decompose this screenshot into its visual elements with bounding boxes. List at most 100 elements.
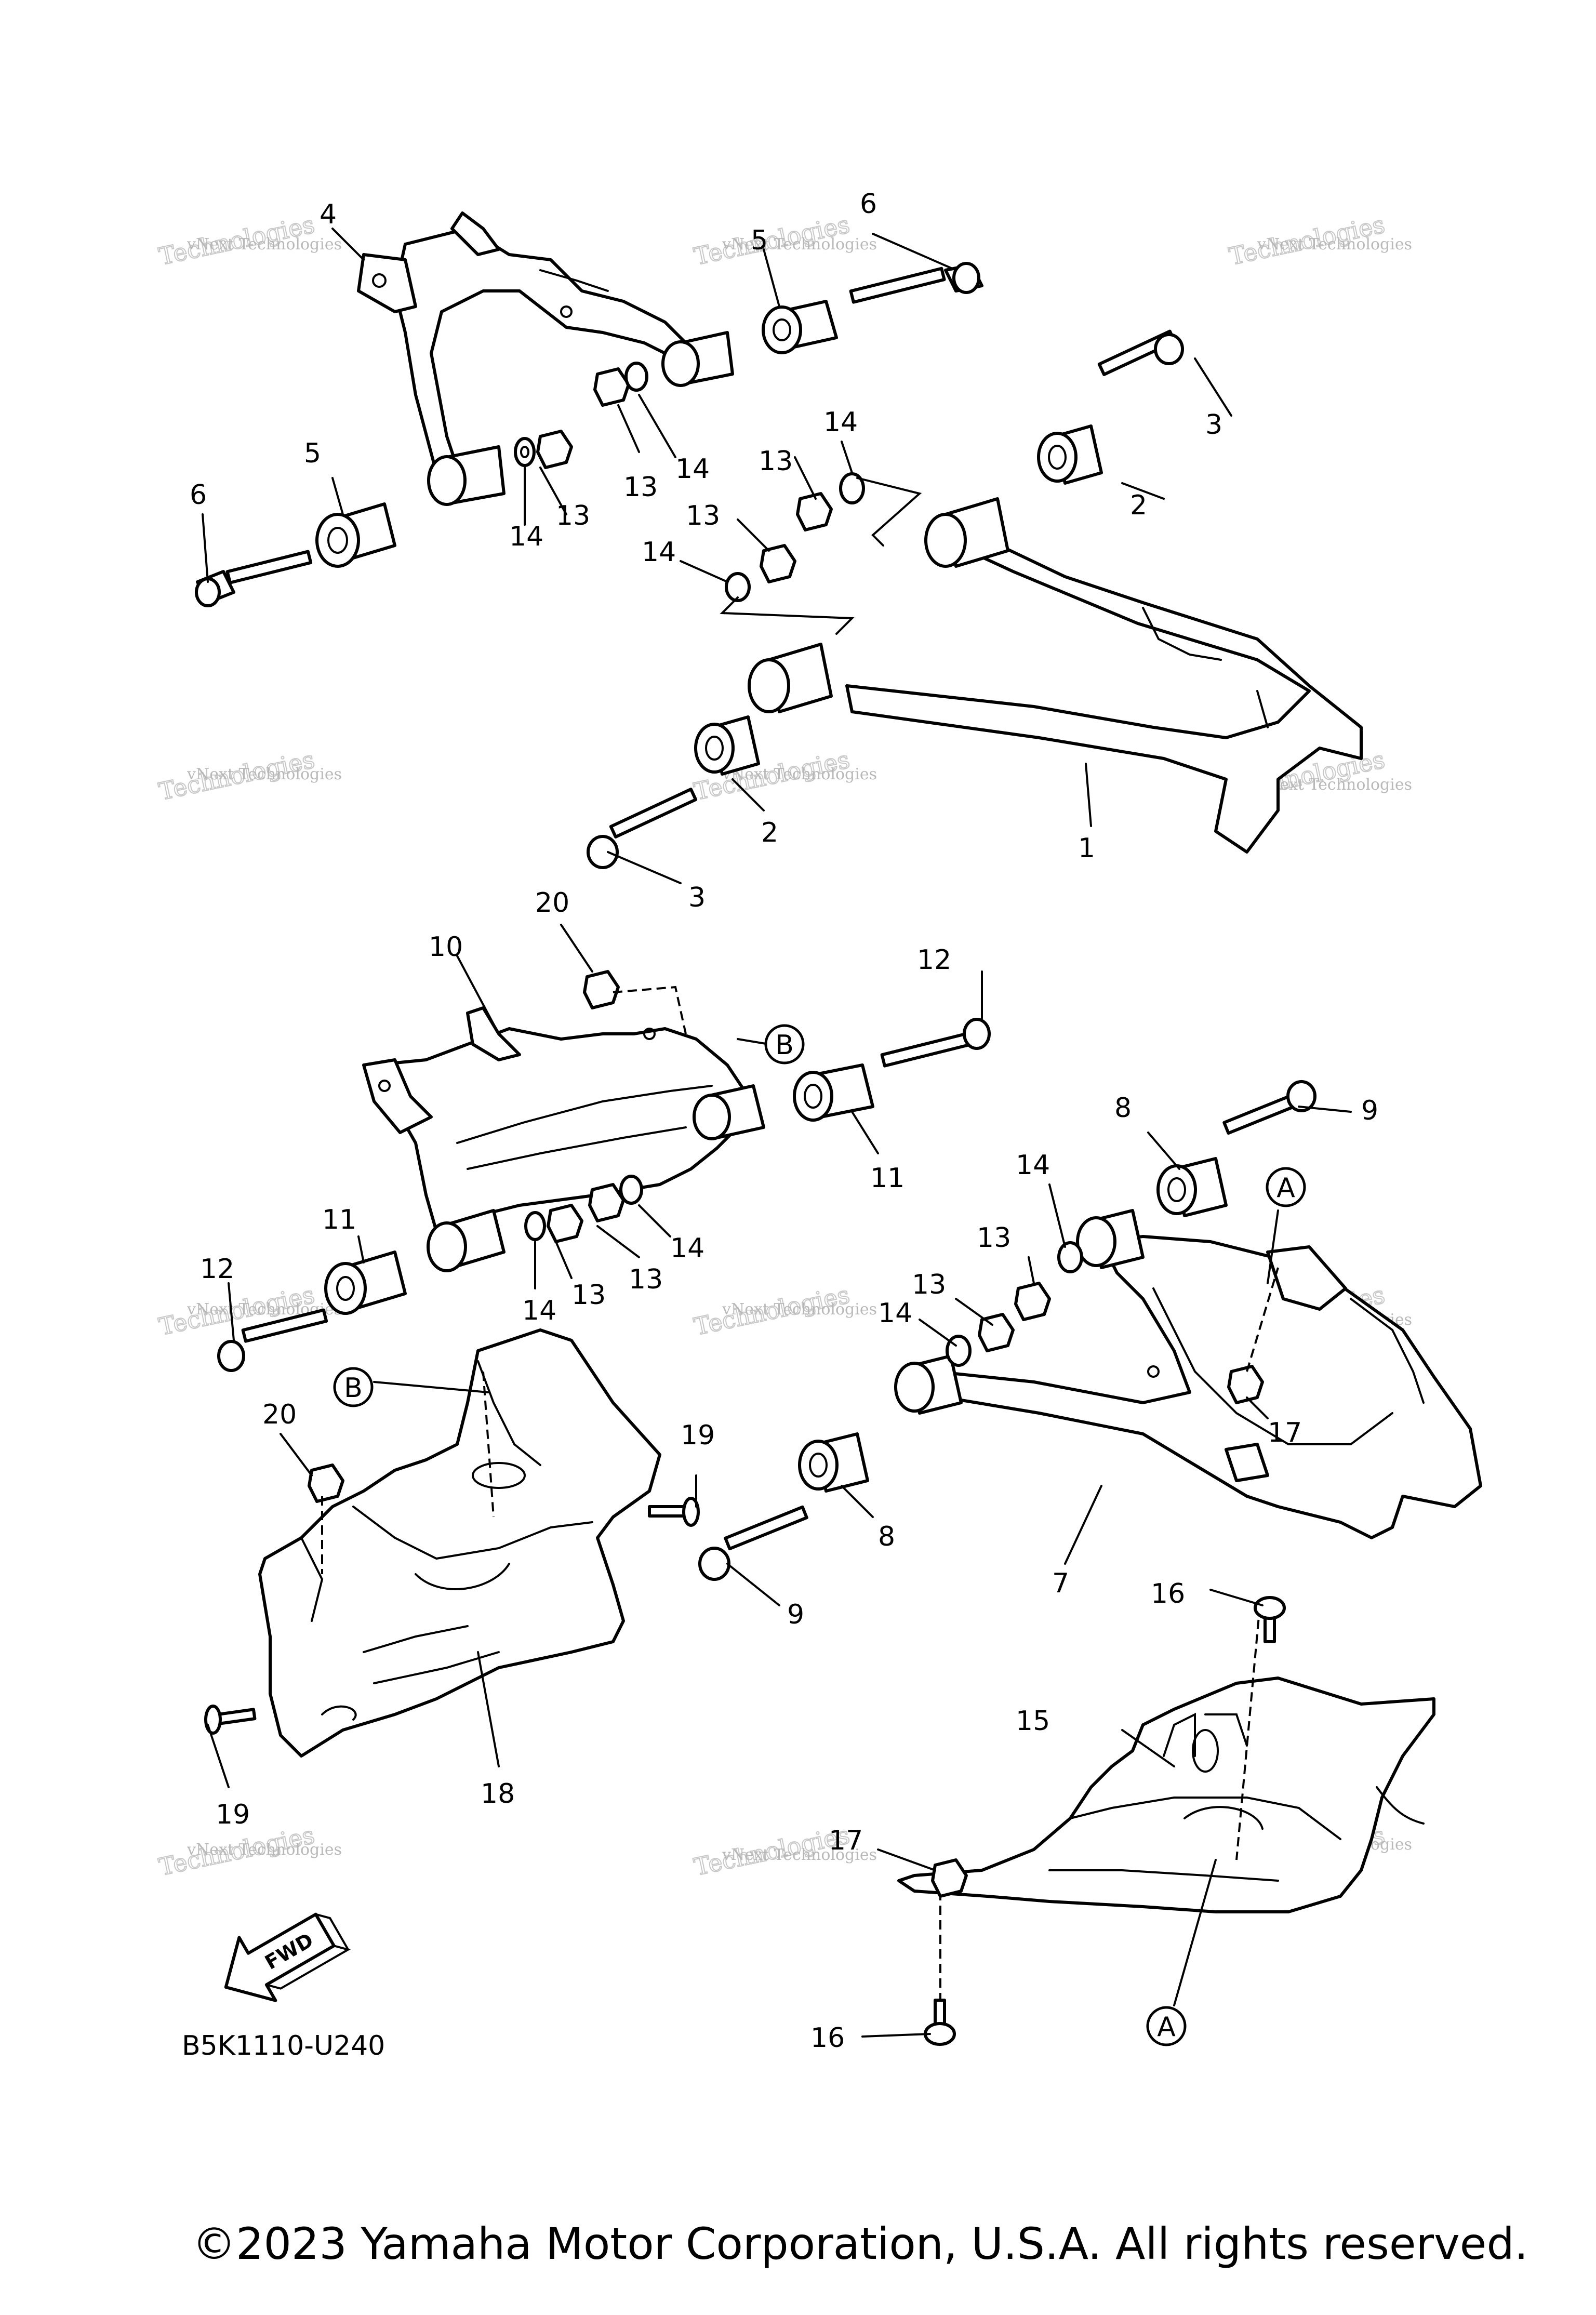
callout-number: 6: [860, 189, 877, 220]
callout-number: 16: [1151, 1578, 1185, 1609]
callout-number: 7: [1052, 1568, 1069, 1599]
skid-plate-15: [897, 1677, 1435, 1913]
watermark-name: vNext Technologies: [187, 765, 342, 783]
callout-number: 14: [823, 407, 858, 438]
bolt-6: [849, 262, 983, 304]
bushing-11: [793, 1063, 874, 1122]
callout-number: 14: [675, 454, 710, 485]
callout-number: 13: [556, 500, 590, 531]
callout-number: 5: [751, 225, 768, 256]
callout-number: 12: [917, 944, 951, 976]
svg-text:A: A: [1276, 1173, 1295, 1204]
callout-number: 2: [761, 817, 778, 848]
bolt-16: [1254, 1596, 1286, 1643]
callout-number: 5: [304, 438, 321, 469]
callout-number: 20: [262, 1399, 297, 1430]
callout-number: 2: [1130, 490, 1147, 521]
callout-number: 20: [535, 887, 569, 919]
watermark-name: vNext Technologies: [1257, 776, 1412, 794]
lower-arm-7: [894, 1209, 1482, 1539]
svg-text:B: B: [344, 1373, 363, 1404]
watermark-name: vNext Technologies: [187, 235, 342, 254]
diagram-code: B5K1110-U240: [182, 2030, 385, 2061]
watermark-name: vNext Technologies: [722, 1300, 877, 1319]
callout-number: 16: [810, 2023, 845, 2054]
callout-number: 3: [688, 882, 706, 913]
callouts: 1 2 2 3 3 4 5 5 6 6 13 13 13 13 14 14 14…: [190, 189, 1378, 2054]
callout-number: 14: [509, 521, 543, 552]
bushing-11: [324, 1250, 407, 1315]
callout-number: 9: [1361, 1095, 1378, 1126]
reference-marker-a: A: [1146, 2006, 1187, 2046]
callout-number: 4: [320, 199, 337, 230]
reference-marker-b: B: [764, 1024, 805, 1065]
callout-number: 14: [522, 1295, 556, 1326]
callout-number: 8: [878, 1521, 895, 1552]
bolt-9: [1222, 1080, 1316, 1135]
bushing-2: [694, 715, 760, 776]
copyright-notice: ©2023 Yamaha Motor Corporation, U.S.A. A…: [192, 2218, 1528, 2269]
callout-number: 19: [216, 1799, 250, 1830]
bracket-10: [362, 1006, 765, 1272]
nut-washer-set-upper: [514, 362, 865, 602]
callout-number: 17: [1268, 1417, 1302, 1448]
watermark-name: vNext Technologies: [722, 235, 877, 254]
leader-lines: [202, 228, 1352, 2038]
bushing-8: [1156, 1157, 1228, 1217]
fwd-arrow-icon: FWD: [224, 1912, 351, 2002]
callout-number: 12: [200, 1254, 234, 1285]
callout-number: 13: [977, 1222, 1011, 1254]
bolt-16: [924, 1999, 956, 2046]
reference-markers: B B A A: [333, 1024, 1306, 2046]
svg-text:B: B: [775, 1030, 794, 1061]
bolt-19: [648, 1497, 700, 1527]
nut-17: [931, 1858, 968, 1898]
upper-arm-rear: [357, 211, 734, 506]
watermark-name: vNext Technologies: [722, 1846, 877, 1864]
svg-text:A: A: [1157, 2012, 1176, 2043]
bushing-8: [798, 1432, 869, 1493]
nut-20: [308, 1463, 344, 1503]
callout-number: 1: [1078, 833, 1095, 864]
callout-number: 15: [1016, 1706, 1050, 1737]
callout-number: 19: [681, 1420, 715, 1451]
watermark-name: vNext Technologies: [1257, 235, 1412, 254]
callout-number: 9: [787, 1599, 804, 1630]
guard-18: [258, 1328, 661, 1758]
bushing-5: [762, 300, 838, 354]
bushing-5: [315, 502, 396, 568]
callout-number: 13: [912, 1269, 946, 1300]
callout-number: 13: [759, 446, 793, 477]
reference-marker-a: A: [1266, 1167, 1306, 1207]
nut-17: [1227, 1365, 1264, 1404]
bolt-12: [217, 1308, 328, 1372]
callout-number: 10: [429, 932, 463, 963]
callout-number: 13: [571, 1280, 606, 1311]
nut-20: [583, 970, 620, 1009]
callout-number: 6: [190, 480, 207, 511]
bolt-3: [587, 788, 698, 869]
bolt-19: [204, 1705, 257, 1735]
callout-number: 3: [1205, 409, 1222, 441]
upper-arm-front: [748, 497, 1363, 854]
nut-washer-set-middle: [524, 1175, 643, 1243]
callout-number: 13: [623, 472, 658, 503]
bushing-2: [1037, 424, 1103, 485]
watermark-name: vNext Technologies: [187, 1841, 342, 1859]
callout-number: 14: [1016, 1150, 1050, 1181]
bolt-9: [698, 1505, 808, 1581]
callout-number: 14: [878, 1298, 912, 1329]
callout-number: 11: [870, 1163, 905, 1194]
bolt-3: [1097, 329, 1184, 376]
nut-washer-set-lower: [946, 1241, 1083, 1367]
callout-number: 8: [1114, 1093, 1132, 1124]
callout-number: 17: [829, 1825, 863, 1856]
callout-number: 13: [686, 500, 720, 531]
bolt-6: [195, 550, 313, 607]
callout-number: 18: [481, 1778, 515, 1810]
callout-number: 11: [322, 1204, 356, 1235]
reference-marker-b: B: [333, 1367, 374, 1407]
bolt-12: [880, 1018, 991, 1068]
callout-number: 13: [629, 1264, 663, 1295]
